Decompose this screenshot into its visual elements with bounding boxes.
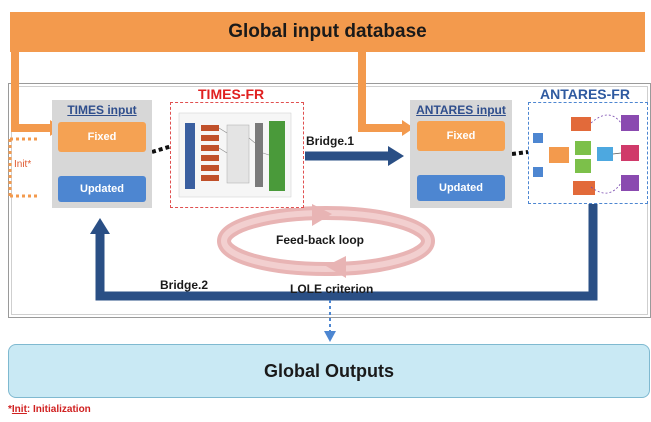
times-fr-diagram-thumbnail [178,112,292,198]
antares-fr-diagram-thumbnail [533,114,639,195]
antares-fr-model-image [528,102,648,204]
footnote-init: Init [11,404,27,415]
times-updated-box: Updated [58,176,146,202]
footnote: *Init: Initialization [8,404,91,415]
times-fixed-box: Fixed [58,122,146,152]
input-arrow-times [11,50,52,132]
bridge2-label: Bridge.2 [160,278,209,292]
feedback-loop-label: Feed-back loop [276,233,365,247]
input-arrowhead-antares [402,120,414,136]
bridge2-arrow [95,200,598,301]
times-input-title: TIMES input [67,103,137,117]
antares-input-title: ANTARES input [416,103,506,117]
bridge1-arrowhead [388,146,404,166]
lole-criterion-label: LOLE criterion [290,282,374,296]
feedback-arrowhead-bottom [326,256,346,278]
input-arrow-antares [358,50,404,132]
footnote-star: * [8,404,12,415]
antares-link-dots [511,150,529,156]
times-fr-title: TIMES-FR [198,86,265,102]
bridge2-arrowhead [90,218,110,234]
antares-fixed-box: Fixed [417,121,505,151]
footnote-text: : Initialization [26,404,91,415]
bridge1-label: Bridge.1 [306,134,355,148]
feedback-arrowhead-top [312,204,332,226]
init-label: Init* [14,159,32,170]
antares-updated-box: Updated [417,175,505,201]
global-input-database: Global input database [10,12,645,52]
times-link-dots [151,144,173,154]
global-outputs-box: Global Outputs [8,344,650,398]
times-fr-model-image [170,102,304,208]
antares-fr-title: ANTARES-FR [540,86,630,102]
